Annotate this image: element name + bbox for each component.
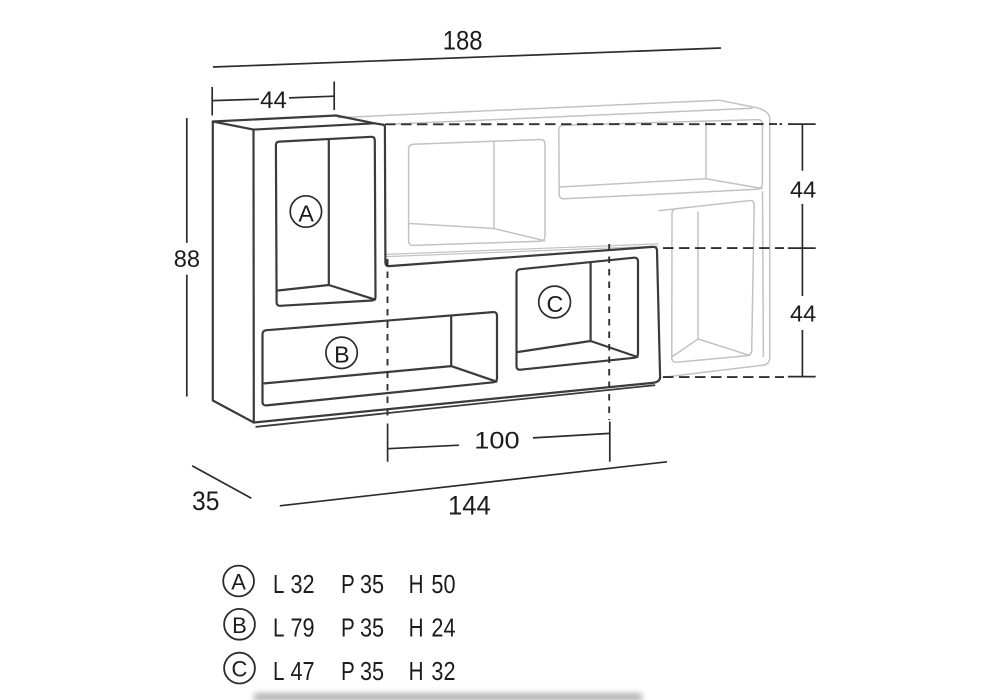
svg-text:32: 32 [431,659,455,687]
svg-text:B: B [232,613,247,638]
svg-text:44: 44 [260,87,287,114]
svg-text:100: 100 [474,428,519,454]
svg-text:P: P [341,657,355,686]
svg-text:24: 24 [431,615,455,643]
svg-text:P: P [341,570,355,599]
svg-text:50: 50 [431,571,455,599]
svg-text:188: 188 [443,26,483,55]
svg-text:144: 144 [448,490,491,521]
svg-text:H: H [409,657,424,686]
svg-text:L: L [273,657,285,686]
svg-text:H: H [409,570,424,599]
svg-text:A: A [298,200,314,226]
svg-text:35: 35 [192,487,219,516]
svg-text:88: 88 [174,247,200,273]
svg-text:32: 32 [291,571,315,599]
svg-text:35: 35 [360,571,384,599]
svg-text:44: 44 [790,177,816,203]
svg-text:35: 35 [360,659,384,687]
svg-text:B: B [334,342,350,368]
svg-text:L: L [273,570,285,599]
svg-text:H: H [409,613,424,642]
svg-text:A: A [231,570,246,595]
svg-text:P: P [341,613,355,642]
svg-text:C: C [546,291,563,317]
svg-text:35: 35 [360,615,384,643]
svg-text:C: C [232,657,248,682]
svg-text:L: L [273,613,285,642]
svg-text:44: 44 [790,301,816,327]
svg-text:79: 79 [291,615,315,643]
svg-text:47: 47 [291,659,315,687]
